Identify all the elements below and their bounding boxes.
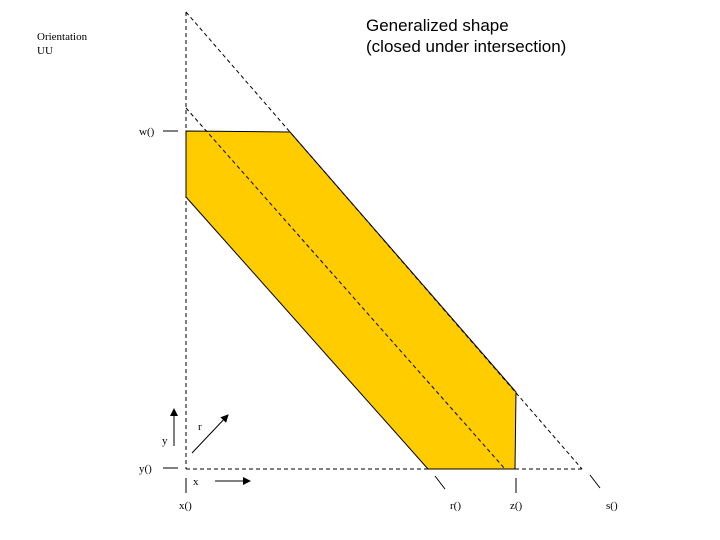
diagram-title-line2: (closed under intersection) xyxy=(366,37,566,56)
y-direction-label: y xyxy=(162,435,168,447)
y-label: y() xyxy=(139,463,152,475)
orientation-value: UU xyxy=(37,45,53,57)
diagram-title-line1: Generalized shape xyxy=(366,16,509,35)
s-tick xyxy=(589,474,601,489)
generalized-shape xyxy=(185,130,517,470)
outer-dashed-diagonal xyxy=(185,11,583,470)
s-label: s() xyxy=(606,500,618,512)
r-label: r() xyxy=(450,500,461,512)
orientation-label: Orientation xyxy=(37,31,88,43)
r-direction-label: r xyxy=(198,421,202,433)
x-direction-label: x xyxy=(193,476,199,488)
r-direction-arrow xyxy=(191,414,229,454)
w-label: w() xyxy=(139,126,155,138)
z-label: z() xyxy=(510,500,523,512)
r-tick xyxy=(434,475,446,490)
middle-dashed-diagonal xyxy=(185,107,506,470)
x-label: x() xyxy=(179,500,192,512)
